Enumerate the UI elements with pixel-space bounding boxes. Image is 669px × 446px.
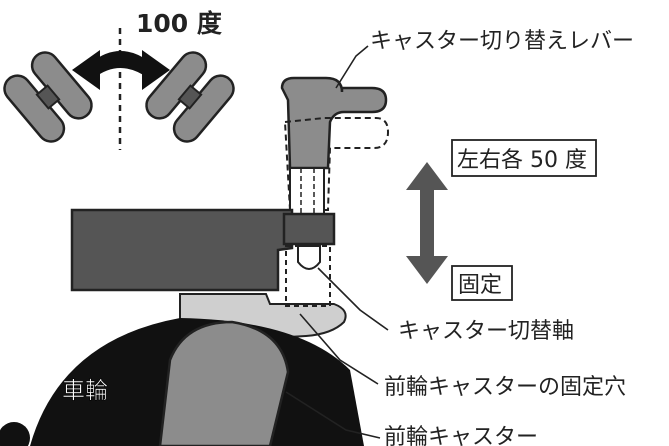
swivel-range-label: 左右各 50 度 <box>457 148 587 173</box>
rotation-arrow-icon <box>92 51 150 78</box>
caster-arm <box>158 320 290 446</box>
front-caster-label: 前輪キャスター <box>384 425 538 446</box>
rotation-arrow-left-head <box>72 50 100 90</box>
wheel-label: 車輪 <box>62 378 108 404</box>
rotation-arrow-right-head <box>142 50 170 90</box>
lever-shaft-upper <box>289 167 325 217</box>
lever-raised <box>280 76 388 170</box>
shaft-collar <box>282 212 336 246</box>
swivel-range-box <box>451 139 597 177</box>
leader-lines <box>285 45 389 439</box>
shaft-pin-outline <box>297 245 321 270</box>
locked-box <box>451 265 513 301</box>
lever-lowered-outline <box>283 117 390 211</box>
locked-label: 固定 <box>458 273 502 298</box>
caster-right-tilted <box>145 51 235 143</box>
switch-lever-assembly <box>280 76 390 217</box>
swivel-illustration: 100 度 <box>3 9 235 150</box>
caster-left-tilted <box>3 51 93 143</box>
corner-badge-icon <box>0 422 30 446</box>
frame-plate <box>70 208 294 292</box>
rotation-angle-label: 100 度 <box>136 9 222 38</box>
vertical-double-arrow-icon <box>406 162 448 284</box>
lock-hole-label: 前輪キャスターの固定穴 <box>384 375 626 400</box>
switch-lever-label: キャスター切り替えレバー <box>370 29 634 54</box>
switch-shaft-label: キャスター切替軸 <box>398 319 574 344</box>
